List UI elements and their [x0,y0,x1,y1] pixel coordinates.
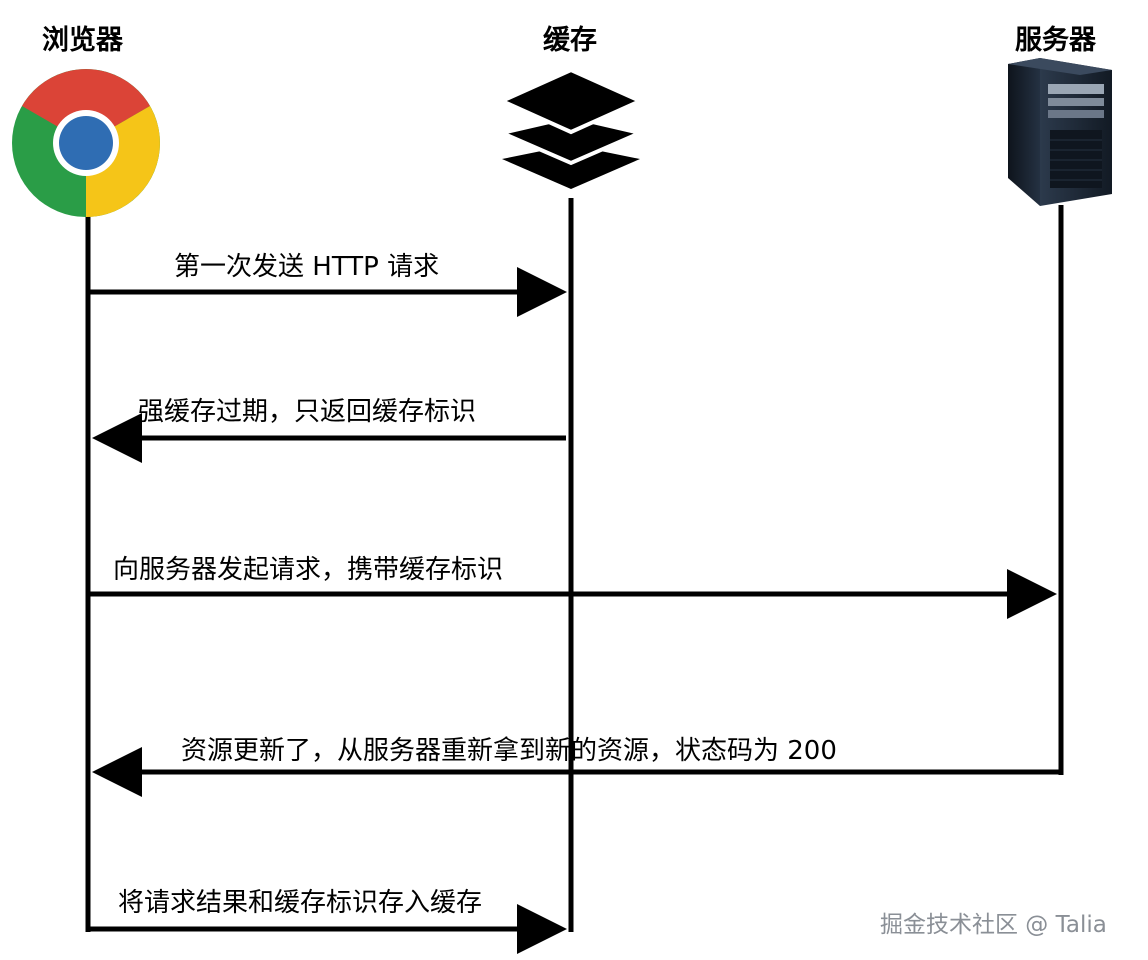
message-label-1: 第一次发送 HTTP 请求 [174,252,440,282]
chrome-browser-icon [12,69,160,217]
watermark: 掘金技术社区 @ Talia [880,912,1107,938]
cache-label: 缓存 [543,25,597,56]
browser-label: 浏览器 [42,25,123,56]
message-label-3: 向服务器发起请求，携带缓存标识 [113,555,504,585]
server-tower-icon [1008,58,1112,206]
message-label-5: 将请求结果和缓存标识存入缓存 [118,888,483,918]
message-label-2: 强缓存过期，只返回缓存标识 [138,397,477,427]
layers-icon [495,67,647,189]
message-label-4: 资源更新了，从服务器重新拿到新的资源，状态码为 200 [181,736,837,766]
server-label: 服务器 [1015,25,1096,56]
